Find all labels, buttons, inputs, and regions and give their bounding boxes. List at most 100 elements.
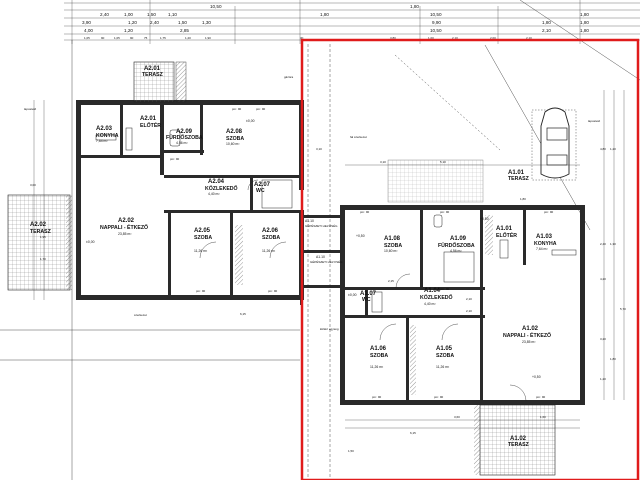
top-dim-r4-4: 2,10 (542, 28, 551, 33)
parapet-1: pm: 90 (256, 107, 266, 111)
room-a2-06-area: 11,26 m² (262, 249, 276, 253)
top-dim-r3-0: 3,90 (82, 20, 91, 25)
room-a1-10b-name: GÉPÉSZETI HELYISÉG (310, 259, 343, 264)
level-marks: ±0,00 +0,50 ±0,00 +0,50 +0,50 ±0,00 (86, 119, 541, 379)
side-dim-l-0: 3,00 (30, 183, 36, 187)
room-a1-02-code: A1.02 (522, 326, 539, 332)
room-a2-04-name: KÖZLEKEDŐ (205, 185, 238, 192)
parapet-10: pm: 90 (170, 157, 180, 161)
parapet-6: pm: 90 (544, 210, 554, 214)
right-side-dimensions: 4,80 1,20 2,40 1,30 4,20 5,70 3,20 1,80 … (600, 90, 626, 400)
top-dim-r5-10: 1,00 (428, 36, 434, 40)
room-a1-09-name: FÜRDŐSZOBA (438, 242, 475, 249)
side-dim-r-7: 1,80 (610, 357, 616, 361)
top-dim-r3-5: 9,90 (432, 20, 441, 25)
level-mark-4: +0,50 (532, 375, 541, 379)
top-dim-r5-13: 2,10 (526, 36, 532, 40)
inner-dim-4: 2,10 (466, 309, 472, 313)
parapet-4: pm: 90 (360, 210, 370, 214)
room-a1-05-code: A1.05 (436, 346, 453, 352)
room-a1-05-area: 11,26 m² (436, 365, 450, 369)
note-0: lapostetõ (24, 107, 37, 111)
note-1: lapostető (588, 119, 601, 123)
note-4: kültéri egység (320, 327, 339, 331)
room-a1-10a-code: A1.10 (305, 219, 314, 223)
top-dim-r4-1: 1,20 (124, 28, 133, 33)
level-mark-2: ±0,00 (86, 240, 95, 244)
level-mark-5: ±0,00 (348, 293, 357, 297)
side-dim-r-3: 1,30 (610, 242, 616, 246)
top-dim-r3-2: 2,40 (150, 20, 159, 25)
terrace-a1-01-name: TERASZ (508, 176, 530, 182)
inner-dim-10: 3,10 (316, 147, 322, 151)
room-a2-08-name: SZOBA (226, 136, 244, 142)
room-a1-04-name: KÖZLEKEDŐ (420, 294, 453, 301)
terrace-a2-02-name: TERASZ (30, 229, 52, 235)
side-dim-r-4: 4,20 (600, 277, 606, 281)
highlight-frame (300, 38, 640, 482)
top-dim-r3-6: 1,80 (542, 20, 551, 25)
top-dim-r5-11: 2,10 (452, 36, 458, 40)
top-dim-r4-5: 1,80 (580, 28, 589, 33)
side-dim-r-6: 3,20 (600, 337, 606, 341)
room-a1-02-name: NAPPALI - ÉTKEZŐ (503, 331, 551, 339)
inner-dim-5: 3,60 (454, 415, 460, 419)
top-dim-r5-2: 1,05 (114, 36, 120, 40)
top-dim-r5-1: 90 (101, 36, 105, 40)
site-lines (0, 40, 331, 480)
top-dim-r4-0: 4,00 (84, 28, 93, 33)
room-a1-08-code: A1.08 (384, 236, 401, 242)
top-dim-r5-12: 2,00 (490, 36, 496, 40)
top-dim-r2-3: 1,10 (168, 12, 177, 17)
room-a2-06-name: SZOBA (262, 235, 280, 241)
room-a1-06-name: SZOBA (370, 353, 388, 359)
car-icon (540, 107, 570, 179)
top-dim-r4-3: 10,50 (430, 28, 442, 33)
inner-dim-11: 1,50 (348, 449, 354, 453)
terrace-a1-01-code: A1.01 (508, 170, 525, 176)
side-dim-l-1: 1,95 (40, 235, 46, 239)
room-a1-10a-name: GÉPÉSZETI HELYISÉG (305, 223, 338, 228)
top-dim-r3-1: 1,20 (128, 20, 137, 25)
top-dimension-texts: 10,50 1,80 2,40 1,00 1,50 1,10 1,80 10,5… (82, 4, 589, 40)
note-2: fal szerkezet (350, 135, 367, 139)
room-a2-02-code: A2.02 (118, 218, 135, 224)
room-a1-03-code: A1.03 (536, 234, 553, 240)
room-a2-06-code: A2.06 (262, 228, 279, 234)
top-dim-r2-4: 1,80 (320, 12, 329, 17)
terrace-a1-02-name: TERASZ (508, 442, 530, 448)
room-a1-06-code: A1.06 (370, 346, 387, 352)
room-a1-01-code: A1.01 (496, 226, 513, 232)
inner-dim-3: 2,10 (466, 297, 472, 301)
terrace-a2-02-code: A2.02 (30, 222, 47, 228)
level-mark-1: +0,50 (480, 217, 489, 221)
room-a2-04-area: 4,40 m² (208, 192, 220, 196)
room-a1-08-area: 10,60 m² (384, 249, 398, 253)
parapet-2: pm: 90 (196, 289, 206, 293)
top-dim-r5-7: 1,90 (205, 36, 211, 40)
room-a2-05-area: 11,26 m² (194, 249, 208, 253)
top-dim-r3-7: 1,80 (580, 20, 589, 25)
top-dim-r2-0: 2,40 (100, 12, 109, 17)
room-a1-07-name: WC (362, 297, 371, 303)
room-a2-03-code: A2.03 (96, 126, 113, 132)
terrace-a2-01-name: TERASZ (142, 72, 164, 78)
room-a2-01-code: A2.01 (140, 116, 157, 122)
room-a1-06-area: 11,26 m² (370, 365, 384, 369)
top-dim-r1-1: 1,80 (410, 4, 419, 9)
top-dim-r2-1: 1,00 (124, 12, 133, 17)
top-dim-r1-0: 10,50 (210, 4, 222, 9)
room-a1-08-name: SZOBA (384, 243, 402, 249)
top-dim-r2-5: 10,50 (430, 12, 442, 17)
left-fixtures (95, 127, 293, 285)
room-a1-05-name: SZOBA (436, 353, 454, 359)
side-dim-r-2: 2,40 (600, 242, 606, 246)
parapet-labels: pm: 90 pm: 90 pm: 90 pm: 90 pm: 90 pm: 9… (170, 107, 554, 399)
annotation-labels: lapostetõ lapostető fal szerkezet szerke… (24, 75, 601, 331)
room-a2-05-name: SZOBA (194, 235, 212, 241)
room-a2-09-name: FÜRDŐSZOBA (166, 134, 203, 141)
inner-dim-1: 5,10 (440, 160, 446, 164)
level-mark-3: +0,50 (356, 234, 365, 238)
right-fixtures (371, 214, 577, 402)
top-dim-r2-6: 1,80 (580, 12, 589, 17)
